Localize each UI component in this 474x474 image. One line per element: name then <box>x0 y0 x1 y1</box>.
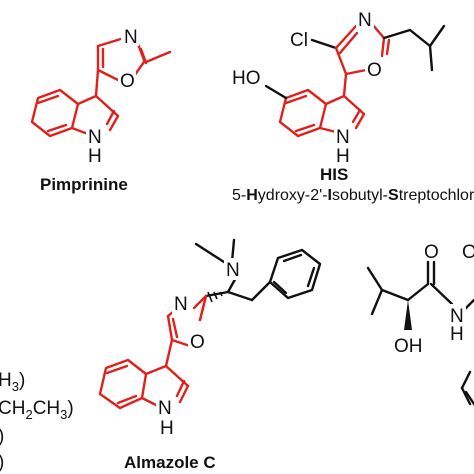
alm-phenyl-bond <box>282 253 303 263</box>
alm-bond <box>171 317 179 339</box>
his-isobutyl-bond <box>408 28 432 48</box>
alm-bond <box>178 384 190 404</box>
his-isobutyl-bond <box>428 24 446 48</box>
his-bond <box>344 68 368 76</box>
alm-chain-bond <box>250 280 272 302</box>
his-oh-bond <box>264 84 288 100</box>
his-bond <box>284 94 308 105</box>
pimprinine-label: Pimprinine <box>40 175 128 194</box>
right-hydroxy: OH <box>394 336 423 357</box>
his-bond <box>338 31 359 55</box>
his-oxazole-n: N <box>358 10 372 31</box>
his-bond <box>324 94 346 106</box>
his-indole-h: H <box>336 146 350 167</box>
pim-benzene-ring <box>30 88 80 138</box>
his-bond <box>334 46 348 76</box>
pim-bond <box>105 109 116 126</box>
his-bond <box>334 24 358 50</box>
pim-bond <box>96 36 126 48</box>
his-cl: Cl <box>290 30 308 51</box>
right-amide-n: N <box>450 306 464 327</box>
alm-phenyl-ring <box>268 248 322 300</box>
right-bond <box>460 386 472 406</box>
alm-bond <box>144 364 168 376</box>
pim-bond <box>36 94 60 105</box>
pim-bond <box>94 94 120 118</box>
alm-bond <box>140 396 160 408</box>
left-line-3: ) <box>0 426 4 447</box>
his-bond <box>342 72 348 98</box>
his-full-name: 5-Hydroxy-2'-Isobutyl-Streptochlorin <box>232 187 474 204</box>
alm-oxazole-o: O <box>190 332 205 353</box>
pim-bond <box>76 94 98 106</box>
his-label: HIS <box>320 165 348 184</box>
alm-phenyl-bond <box>306 266 316 288</box>
alm-bond <box>164 364 190 388</box>
pim-bond <box>70 126 90 136</box>
pim-oxazole-n: N <box>124 27 138 48</box>
his-hydroxy: HO <box>232 68 261 89</box>
alm-bond <box>192 294 208 310</box>
his-bond <box>294 123 316 133</box>
his-bond <box>318 126 338 134</box>
almazole-c-structure: N N O N H Almazole C <box>98 238 322 472</box>
right-carbonyl-o: O <box>424 242 439 263</box>
pimprinine-structure: N O N H Pimprinine <box>30 24 172 194</box>
alm-chain-bond <box>226 290 254 302</box>
his-bond <box>342 94 366 116</box>
his-indole-n: N <box>336 127 350 148</box>
pim-bond <box>144 50 172 64</box>
his-oxazole-o: O <box>367 60 382 81</box>
alm-oxazole-n: N <box>174 294 188 315</box>
his-bond <box>380 36 386 58</box>
alm-bond <box>175 379 186 398</box>
alm-phenyl-bond <box>272 280 288 295</box>
pim-bond <box>96 68 120 82</box>
alm-indole-h: H <box>160 418 174 439</box>
his-bond <box>351 108 362 124</box>
alm-bond <box>204 290 230 298</box>
right-bond <box>406 282 430 302</box>
right-amide-h: H <box>450 324 464 345</box>
his-structure: Cl N O HO N H HIS 5-Hydroxy-2'-Isobutyl-… <box>232 8 474 204</box>
pim-bond <box>108 114 120 132</box>
right-bond <box>370 288 384 316</box>
pim-indole-h: H <box>88 146 102 167</box>
pim-bond <box>46 123 68 133</box>
alm-bond <box>116 394 138 405</box>
alm-bond <box>198 294 208 322</box>
his-bond <box>354 112 366 130</box>
his-isobutyl-bond <box>382 28 412 40</box>
right-wedge-bond <box>404 300 412 330</box>
alm-bond <box>170 338 192 348</box>
alm-bond <box>105 364 129 375</box>
alm-bond <box>164 338 174 368</box>
right-bond <box>464 390 474 406</box>
alm-bond <box>166 314 174 342</box>
left-line-4: ) <box>0 452 4 473</box>
left-line-2: CH2CH3) <box>0 398 74 422</box>
left-line-1: H3) <box>0 370 25 394</box>
right-bond <box>429 282 454 306</box>
his-benzene-ring <box>278 88 328 138</box>
his-cl-bond <box>310 38 338 50</box>
almazole-c-label: Almazole C <box>124 453 216 472</box>
right-peptide-fragment: O O N H OH <box>366 242 474 406</box>
pim-bond <box>139 47 148 65</box>
his-isobutyl-bond <box>428 44 434 72</box>
alm-indole-n: N <box>158 398 172 419</box>
pim-indole-n: N <box>88 127 102 148</box>
right-bond <box>460 370 472 390</box>
right-bond <box>366 266 384 292</box>
alm-amine-n: N <box>226 260 240 281</box>
alm-methyl-bond <box>194 242 226 264</box>
right-top-letter: O <box>462 242 474 263</box>
right-bond <box>380 288 410 302</box>
left-substituent-list: H3) CH2CH3) ) ) <box>0 370 74 473</box>
pim-oxazole-o: O <box>120 71 135 92</box>
his-bond <box>385 38 391 56</box>
pim-bond <box>94 68 100 98</box>
alm-benzene-ring <box>98 358 148 410</box>
